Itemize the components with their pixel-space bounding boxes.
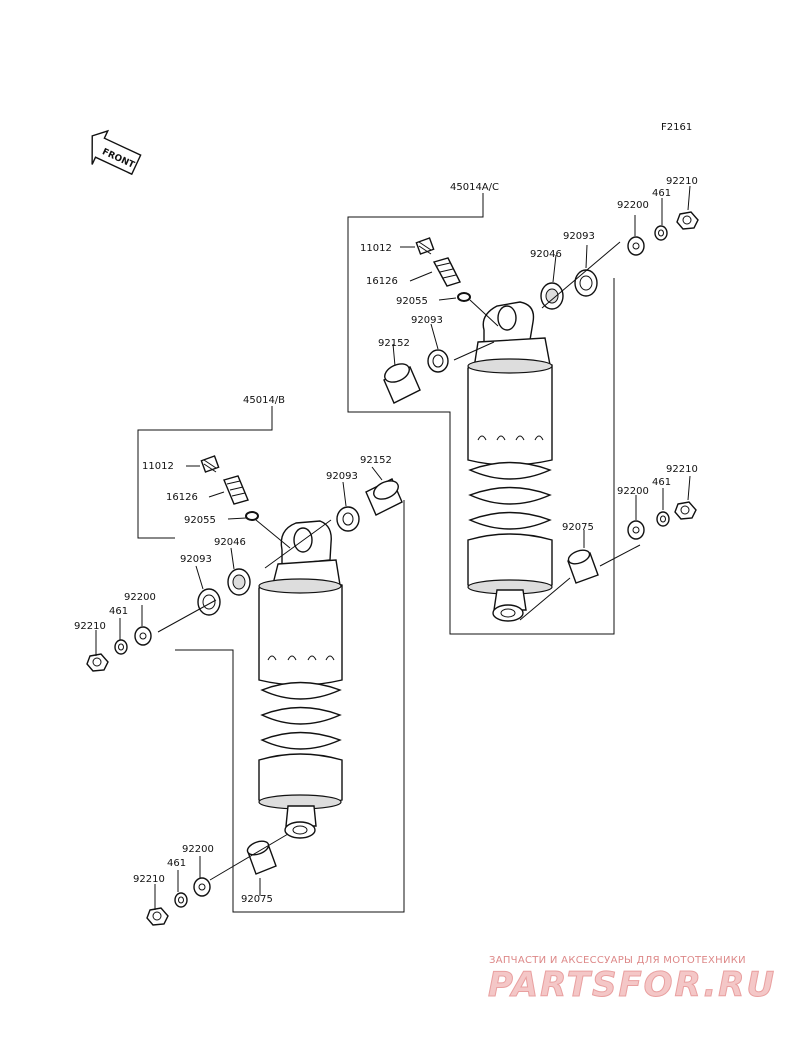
label-92200-right-bot: 92200 (617, 486, 649, 497)
label-92046-right: 92046 (530, 249, 562, 260)
label-92152-right: 92152 (378, 338, 410, 349)
spring-16126-right (432, 257, 461, 287)
bushing-92152-right (383, 363, 421, 404)
collar-92075-right (567, 549, 599, 584)
label-11012-left: 11012 (142, 461, 174, 472)
assembly-label-left: 45014/B (243, 395, 285, 406)
collar-92075-left (246, 840, 277, 875)
label-92093-left-low: 92093 (180, 554, 212, 565)
spring-16126-left (223, 475, 249, 505)
washer-92200-right-bot (627, 520, 645, 540)
collar-92093-left-top (336, 506, 360, 532)
right-shock-assembly: 45014A/C (347, 176, 699, 635)
label-11012-right: 11012 (360, 243, 392, 254)
nut-92210-left-top (86, 653, 109, 672)
collar-92093-right-low (427, 349, 449, 373)
assembly-label-right: 45014A/C (450, 182, 499, 193)
label-92075-right: 92075 (562, 522, 594, 533)
watermark-logo: PARTSFOR.RU (488, 965, 776, 1005)
label-461-left-top: 461 (109, 606, 128, 617)
label-92093-right-low: 92093 (411, 315, 443, 326)
label-461-right-bot: 461 (652, 477, 671, 488)
label-461-right-top: 461 (652, 188, 671, 199)
oring-92055-left (245, 511, 259, 521)
adjuster-11012-left (200, 455, 220, 473)
nut-92210-left-bot (146, 907, 169, 926)
label-92200-left-bot: 92200 (182, 844, 214, 855)
label-92075-left: 92075 (241, 894, 273, 905)
label-92200-right-top: 92200 (617, 200, 649, 211)
lockwasher-461-right-top (654, 225, 668, 241)
assembly-frame-left-top (137, 406, 273, 539)
lockwasher-461-left-top (114, 639, 128, 655)
collar-92093-left-low (197, 588, 221, 616)
label-92210-right-bot: 92210 (666, 464, 698, 475)
front-arrow-icon: FRONT (91, 129, 142, 176)
collar-92093-right-top (574, 269, 598, 297)
oring-92055-right (457, 292, 471, 302)
label-16126-right: 16126 (366, 276, 398, 287)
lockwasher-461-left-bot (174, 892, 188, 908)
bearing-92046-left (227, 568, 251, 596)
shock-absorber-left (258, 520, 343, 839)
label-92093-left-top: 92093 (326, 471, 358, 482)
washer-92200-left-bot (193, 877, 211, 897)
label-92210-left-top: 92210 (74, 621, 106, 632)
shock-absorber-right (467, 301, 553, 622)
watermark-tagline: ЗАПЧАСТИ И АКСЕССУАРЫ ДЛЯ МОТОТЕХНИКИ (489, 955, 746, 966)
label-92210-right-top: 92210 (666, 176, 698, 187)
washer-92200-right-top (627, 236, 645, 256)
assembly-frame-right (347, 193, 615, 635)
assembly-frame-left-bot (175, 500, 405, 913)
left-shock-assembly: 45014/B (74, 395, 405, 926)
figure-code: F2161 (661, 122, 692, 133)
label-92055-right: 92055 (396, 296, 428, 307)
adjuster-11012-right (415, 237, 435, 255)
bearing-92046-right (540, 282, 564, 310)
lockwasher-461-right-bot (656, 511, 670, 527)
bushing-92152-left (365, 478, 403, 516)
label-92093-right-top: 92093 (563, 231, 595, 242)
washer-92200-left-top (134, 626, 152, 646)
label-92152-left: 92152 (360, 455, 392, 466)
nut-92210-right-bot (674, 501, 697, 520)
label-461-left-bot: 461 (167, 858, 186, 869)
label-92210-left-bot: 92210 (133, 874, 165, 885)
label-16126-left: 16126 (166, 492, 198, 503)
label-92055-left: 92055 (184, 515, 216, 526)
label-92200-left-top: 92200 (124, 592, 156, 603)
label-92046-left: 92046 (214, 537, 246, 548)
nut-92210-right-top (676, 211, 699, 230)
